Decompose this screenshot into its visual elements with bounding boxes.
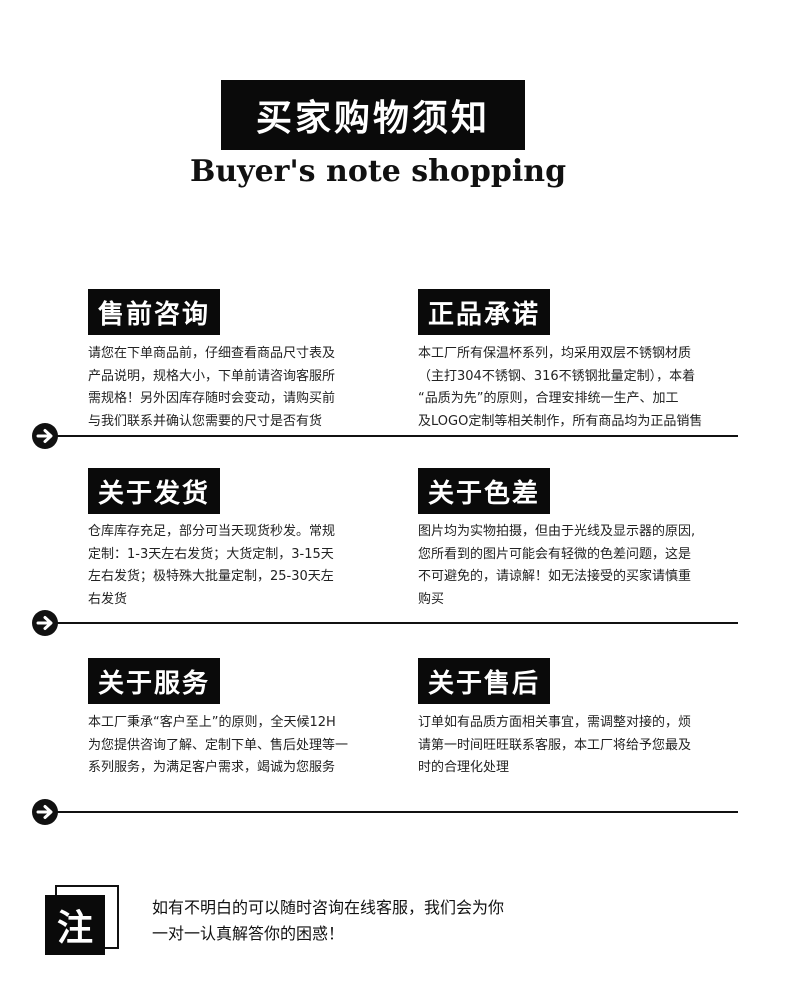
section-body-after-sale: 订单如有品质方面相关事宜，需调整对接的，烦 请第一时间旺旺联系客服，本工厂将给予…: [418, 715, 692, 775]
arrow-right-circle-icon: [32, 610, 58, 636]
section-title-genuine: 正品承诺: [418, 289, 550, 335]
section-body-color-diff: 图片均为实物拍摄，但由于光线及显示器的原因, 您所看到的图片可能会有轻微的色差问…: [418, 524, 696, 607]
section-body-service: 本工厂秉承“客户至上”的原则，全天候12H 为您提供咨询了解、定制下单、售后处理…: [88, 715, 349, 775]
page-title: 买家购物须知: [221, 80, 525, 150]
section-title-shipping: 关于发货: [88, 468, 220, 514]
section-title-color-diff-text: 关于色差: [427, 478, 540, 509]
page-title-text: 买家购物须知: [255, 98, 490, 139]
section-title-shipping-text: 关于发货: [97, 478, 210, 509]
note-badge: 注: [45, 885, 119, 957]
section-title-genuine-text: 正品承诺: [427, 299, 540, 330]
note-badge-text: 注: [56, 908, 93, 949]
section-title-pre-sale-text: 售前咨询: [97, 299, 210, 330]
section-title-after-sale: 关于售后: [418, 658, 550, 704]
section-body-pre-sale: 请您在下单商品前，仔细查看商品尺寸表及 产品说明，规格大小，下单前请咨询客服所 …: [88, 346, 336, 429]
section-divider: [56, 435, 738, 437]
section-title-after-sale-text: 关于售后: [427, 668, 540, 699]
section-body-shipping: 仓库库存充足，部分可当天现货秒发。常规 定制：1-3天左右发货；大货定制，3-1…: [88, 524, 336, 607]
section-title-pre-sale: 售前咨询: [88, 289, 220, 335]
section-body-genuine: 本工厂所有保温杯系列，均采用双层不锈钢材质 （主打304不锈钢、316不锈钢批量…: [418, 346, 703, 429]
arrow-right-circle-icon: [32, 423, 58, 449]
note-text: 如有不明白的可以随时咨询在线客服，我们会为你 一对一认真解答你的困惑！: [152, 898, 505, 943]
page-subtitle: Buyer's note shopping: [190, 154, 567, 189]
section-divider: [56, 811, 738, 813]
section-title-service-text: 关于服务: [97, 668, 210, 699]
section-divider: [56, 622, 738, 624]
note-badge-fill: 注: [45, 895, 105, 955]
section-title-service: 关于服务: [88, 658, 220, 704]
arrow-right-circle-icon: [32, 799, 58, 825]
section-title-color-diff: 关于色差: [418, 468, 550, 514]
